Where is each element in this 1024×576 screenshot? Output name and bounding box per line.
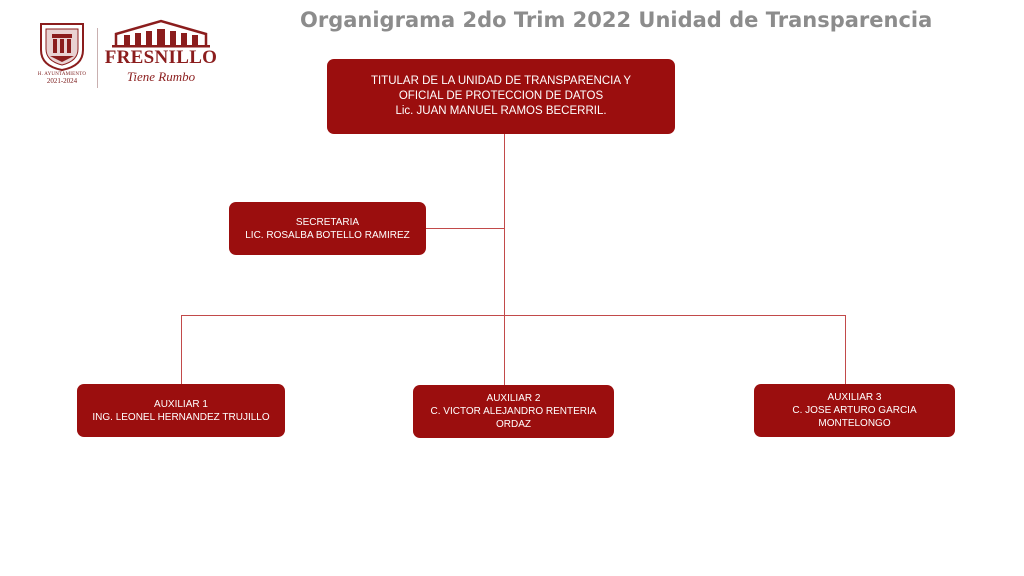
- auxiliar-1-name: ING. LEONEL HERNANDEZ TRUJILLO: [92, 411, 270, 423]
- org-box-secretaria: SECRETARIA LIC. ROSALBA BOTELLO RAMIREZ: [229, 202, 426, 255]
- seal-years: 2021-2024: [46, 76, 78, 85]
- building-facade-icon: [112, 19, 210, 48]
- auxiliar-2-name: C. VICTOR ALEJANDRO RENTERIA ORDAZ: [430, 406, 597, 430]
- connector-secretaria: [425, 228, 505, 229]
- auxiliar-2-role: AUXILIAR 2: [486, 393, 541, 404]
- auxiliar-1-role: AUXILIAR 1: [154, 398, 208, 410]
- connector-aux-bus: [181, 315, 846, 316]
- org-box-auxiliar-1: AUXILIAR 1 ING. LEONEL HERNANDEZ TRUJILL…: [77, 384, 285, 437]
- secretaria-name: LIC. ROSALBA BOTELLO RAMIREZ: [245, 229, 410, 241]
- ayuntamiento-seal-logo: H. AYUNTAMIENTO 2021-2024: [35, 20, 89, 85]
- titular-role-line2: OFICIAL DE PROTECCION DE DATOS: [398, 90, 604, 103]
- seal-caption: H. AYUNTAMIENTO: [37, 72, 87, 77]
- fresnillo-tagline: Tiene Rumbo: [126, 69, 196, 84]
- org-box-auxiliar-2: AUXILIAR 2 C. VICTOR ALEJANDRO RENTERIA …: [413, 385, 614, 438]
- auxiliar-3-name: C. JOSE ARTURO GARCIA MONTELONGO: [792, 405, 917, 429]
- org-box-titular: TITULAR DE LA UNIDAD DE TRANSPARENCIA Y …: [327, 59, 675, 134]
- connector-trunk: [504, 133, 505, 385]
- titular-name: Lic. JUAN MANUEL RAMOS BECERRIL.: [395, 104, 607, 117]
- logo-divider: [97, 28, 98, 88]
- secretaria-role: SECRETARIA: [295, 216, 360, 228]
- seal-emblem-icon: [40, 23, 84, 72]
- fresnillo-wordmark: FRESNILLO: [104, 47, 218, 68]
- auxiliar-3-role: AUXILIAR 3: [827, 392, 882, 403]
- org-box-auxiliar-3: AUXILIAR 3 C. JOSE ARTURO GARCIA MONTELO…: [754, 384, 955, 437]
- connector-aux-1: [181, 315, 182, 384]
- fresnillo-logo: FRESNILLO Tiene Rumbo: [102, 18, 220, 85]
- titular-role-line1: TITULAR DE LA UNIDAD DE TRANSPARENCIA Y: [370, 75, 632, 88]
- page-title: Organigrama 2do Trim 2022 Unidad de Tran…: [300, 8, 933, 32]
- connector-aux-3: [845, 315, 846, 384]
